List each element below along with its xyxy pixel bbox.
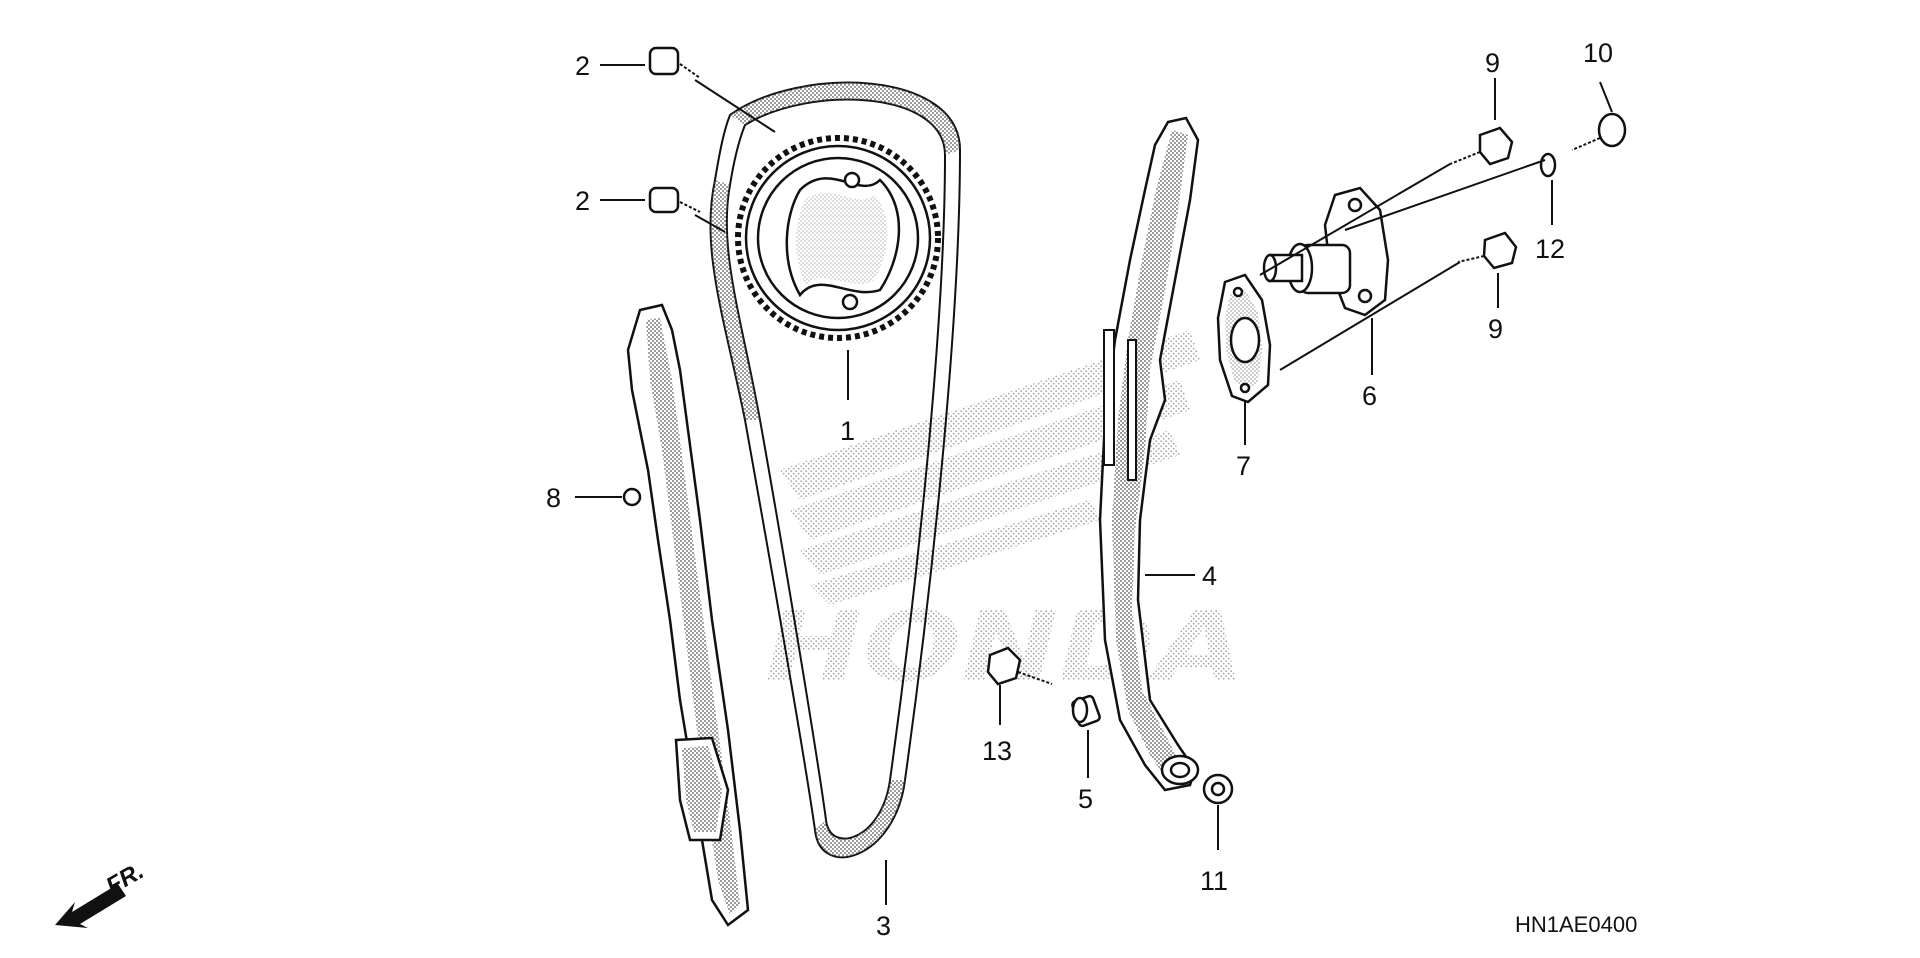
callout-1: 1: [840, 416, 855, 446]
callout-7: 7: [1236, 451, 1251, 481]
chain-guide-front: [626, 303, 750, 927]
callout-8: 8: [546, 483, 561, 513]
bolt-9-upper: [1449, 126, 1514, 166]
callout-12: 12: [1535, 234, 1565, 264]
bolt-9-lower: [1457, 231, 1518, 270]
callout-9-lower: 9: [1488, 314, 1503, 344]
callout-3: 3: [876, 911, 891, 941]
guide-pin-8: [622, 487, 642, 507]
callout-5: 5: [1078, 784, 1093, 814]
bolt-2-lower: [648, 186, 701, 214]
callout-6: 6: [1362, 381, 1377, 411]
diagram-code: HN1AE0400: [1515, 912, 1637, 937]
collar-5: [1071, 694, 1101, 728]
chain-tensioner-arm: [1098, 116, 1200, 792]
front-direction-arrow-icon: FR.: [55, 857, 148, 928]
callout-10: 10: [1583, 38, 1613, 68]
honda-watermark: HONDA: [765, 330, 1245, 703]
callout-4: 4: [1202, 561, 1217, 591]
callout-9-upper: 9: [1485, 48, 1500, 78]
cam-sprocket: [735, 135, 941, 341]
tensioner-gasket: [1216, 273, 1272, 404]
tensioner-lifter: [1262, 186, 1390, 317]
washer-12: [1539, 152, 1557, 178]
bolt-10: [1571, 112, 1627, 151]
callout-2-upper: 2: [575, 51, 590, 81]
callout-13: 13: [982, 736, 1012, 766]
washer-11: [1202, 773, 1234, 805]
cam-chain: [709, 81, 962, 859]
watermark-text: HONDA: [765, 591, 1245, 703]
callout-2-lower: 2: [575, 186, 590, 216]
callout-11: 11: [1200, 866, 1228, 896]
pivot-bolt-13: [986, 646, 1053, 686]
leader-lines: [575, 64, 1613, 905]
bolt-2-upper: [648, 46, 701, 79]
